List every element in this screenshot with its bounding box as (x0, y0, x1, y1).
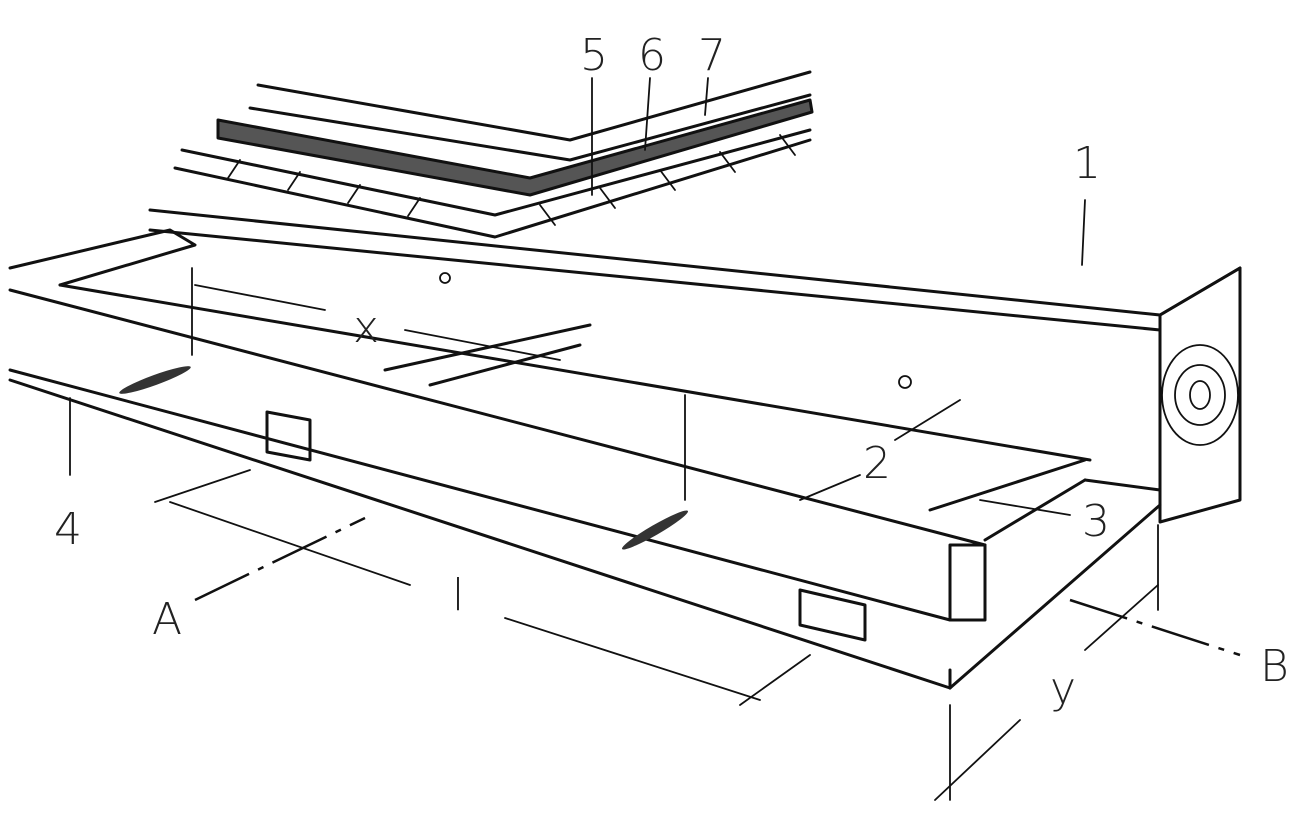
label-y: y (1050, 663, 1076, 714)
subfloor-bottom-edge (173, 138, 812, 239)
insulation-layer (216, 98, 814, 197)
cross-piece (383, 323, 592, 372)
label-2: 2 (863, 438, 891, 489)
label-7: 7 (698, 30, 726, 81)
nail-head (439, 272, 451, 284)
leader-3 (979, 499, 1071, 516)
fastener (621, 510, 689, 550)
frame-inner-edge (58, 283, 1092, 462)
section-line-B (1069, 598, 1241, 657)
label-A: A (152, 594, 182, 645)
joist-2-top-edge (8, 288, 987, 547)
label-3: 3 (1082, 496, 1110, 547)
spacer-block (265, 410, 312, 462)
nail-head (898, 375, 912, 389)
frame-left-end (8, 228, 197, 287)
bottom-board-edge (8, 378, 952, 690)
dim-l (169, 501, 411, 586)
labels: 5 6 7 1 x 2 3 4 A l B y (54, 30, 1289, 714)
joist-2-bottom-edge (8, 368, 952, 622)
main-beam (148, 208, 1242, 524)
label-B: B (1260, 641, 1289, 692)
joist-2-end (948, 543, 987, 622)
section-line-A (194, 516, 366, 602)
top-board-lower-edge (248, 93, 812, 162)
top-layers (173, 70, 814, 239)
leader-2b (799, 474, 861, 501)
subfloor-top-edge (180, 128, 812, 217)
bottom-board (8, 378, 1162, 690)
spacer-block (798, 588, 867, 642)
fastener (119, 366, 191, 394)
frame (8, 228, 1092, 642)
leader-2 (894, 399, 961, 441)
label-4: 4 (54, 504, 82, 555)
leader-6 (644, 77, 651, 151)
cross-piece-3 (928, 458, 1087, 512)
label-1: 1 (1073, 138, 1101, 189)
label-l: l (452, 570, 464, 621)
wood-grain-ring (1174, 364, 1226, 426)
beam-top-edge (148, 208, 1242, 317)
label-6: 6 (638, 30, 666, 81)
leader-1 (1081, 199, 1086, 266)
beam-end-face (1158, 266, 1242, 524)
label-x: x (353, 302, 379, 353)
top-board-edge (256, 70, 812, 142)
dimension-lines (69, 77, 1241, 801)
beam-front-edge (148, 228, 1162, 332)
leader-7 (704, 77, 709, 116)
label-5: 5 (580, 30, 608, 81)
subfloor-hatching (227, 134, 796, 226)
